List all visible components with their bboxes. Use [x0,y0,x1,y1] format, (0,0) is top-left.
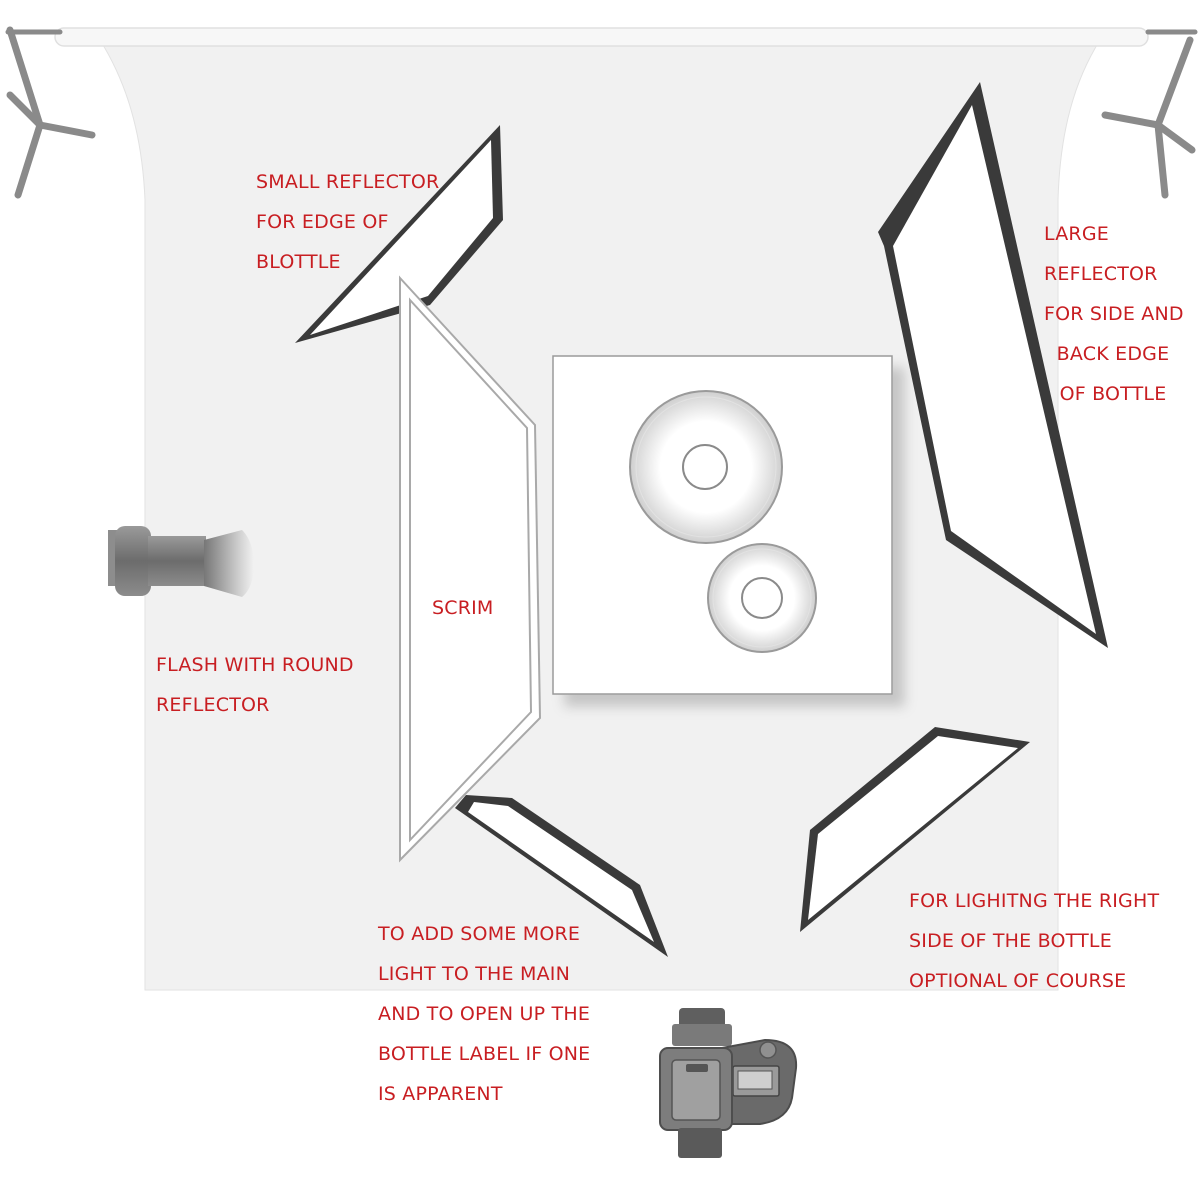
large-reflector-label-line-1: LARGE [1044,223,1109,245]
studio-flash-icon [108,526,254,597]
camera-icon [659,1008,798,1158]
bottom-reflector-label-line-2: LIGHT TO THE MAIN [378,963,570,985]
right-reflector-label-line-3: OPTIONAL OF COURSE [909,970,1127,992]
small-reflector-label: SMALL REFLECTOR FOR EDGE OF BLOTTLE [256,162,439,282]
bottom-reflector-label: TO ADD SOME MORE LIGHT TO THE MAIN AND T… [378,914,590,1114]
small-reflector-label-line-2: FOR EDGE OF [256,211,389,233]
flash-label-line-1: FLASH WITH ROUND [156,654,354,676]
bottle-large-icon [629,390,783,544]
bottle-small-icon [707,543,817,653]
bottom-reflector-label-line-4: BOTTLE LABEL IF ONE [378,1043,591,1065]
flash-label: FLASH WITH ROUND REFLECTOR [156,645,354,725]
scrim-label: SCRIM [432,588,494,628]
flash-label-line-2: REFLECTOR [156,694,270,716]
bottom-reflector-label-line-1: TO ADD SOME MORE [378,923,581,945]
small-reflector-label-line-3: BLOTTLE [256,251,341,273]
right-reflector-label-line-1: FOR LIGHITNG THE RIGHT [909,890,1160,912]
bottom-left-reflector [455,795,668,957]
right-light-stand-icon [1101,29,1198,199]
large-reflector-label-line-5: OF BOTTLE [1059,383,1167,405]
bottom-right-reflector [800,727,1030,932]
large-reflector-label-line-4: BACK EDGE [1056,343,1170,365]
large-reflector [878,82,1108,648]
small-reflector-label-line-1: SMALL REFLECTOR [256,171,440,193]
left-light-stand-icon [5,26,96,199]
bottom-reflector-label-line-5: IS APPARENT [378,1083,503,1105]
large-reflector-label-line-2: REFLECTOR [1044,263,1158,285]
right-reflector-label-line-2: SIDE OF THE BOTTLE [909,930,1112,952]
right-reflector-label: FOR LIGHITNG THE RIGHT SIDE OF THE BOTTL… [909,881,1159,1001]
small-reflector [295,125,503,343]
bottom-reflector-label-line-3: AND TO OPEN UP THE [378,1003,591,1025]
large-reflector-label-line-3: FOR SIDE AND [1044,303,1184,325]
large-reflector-label: LARGE REFLECTOR FOR SIDE AND BACK EDGE O… [1044,214,1184,414]
scrim-label-line-1: SCRIM [432,597,494,619]
scrim [399,275,542,863]
